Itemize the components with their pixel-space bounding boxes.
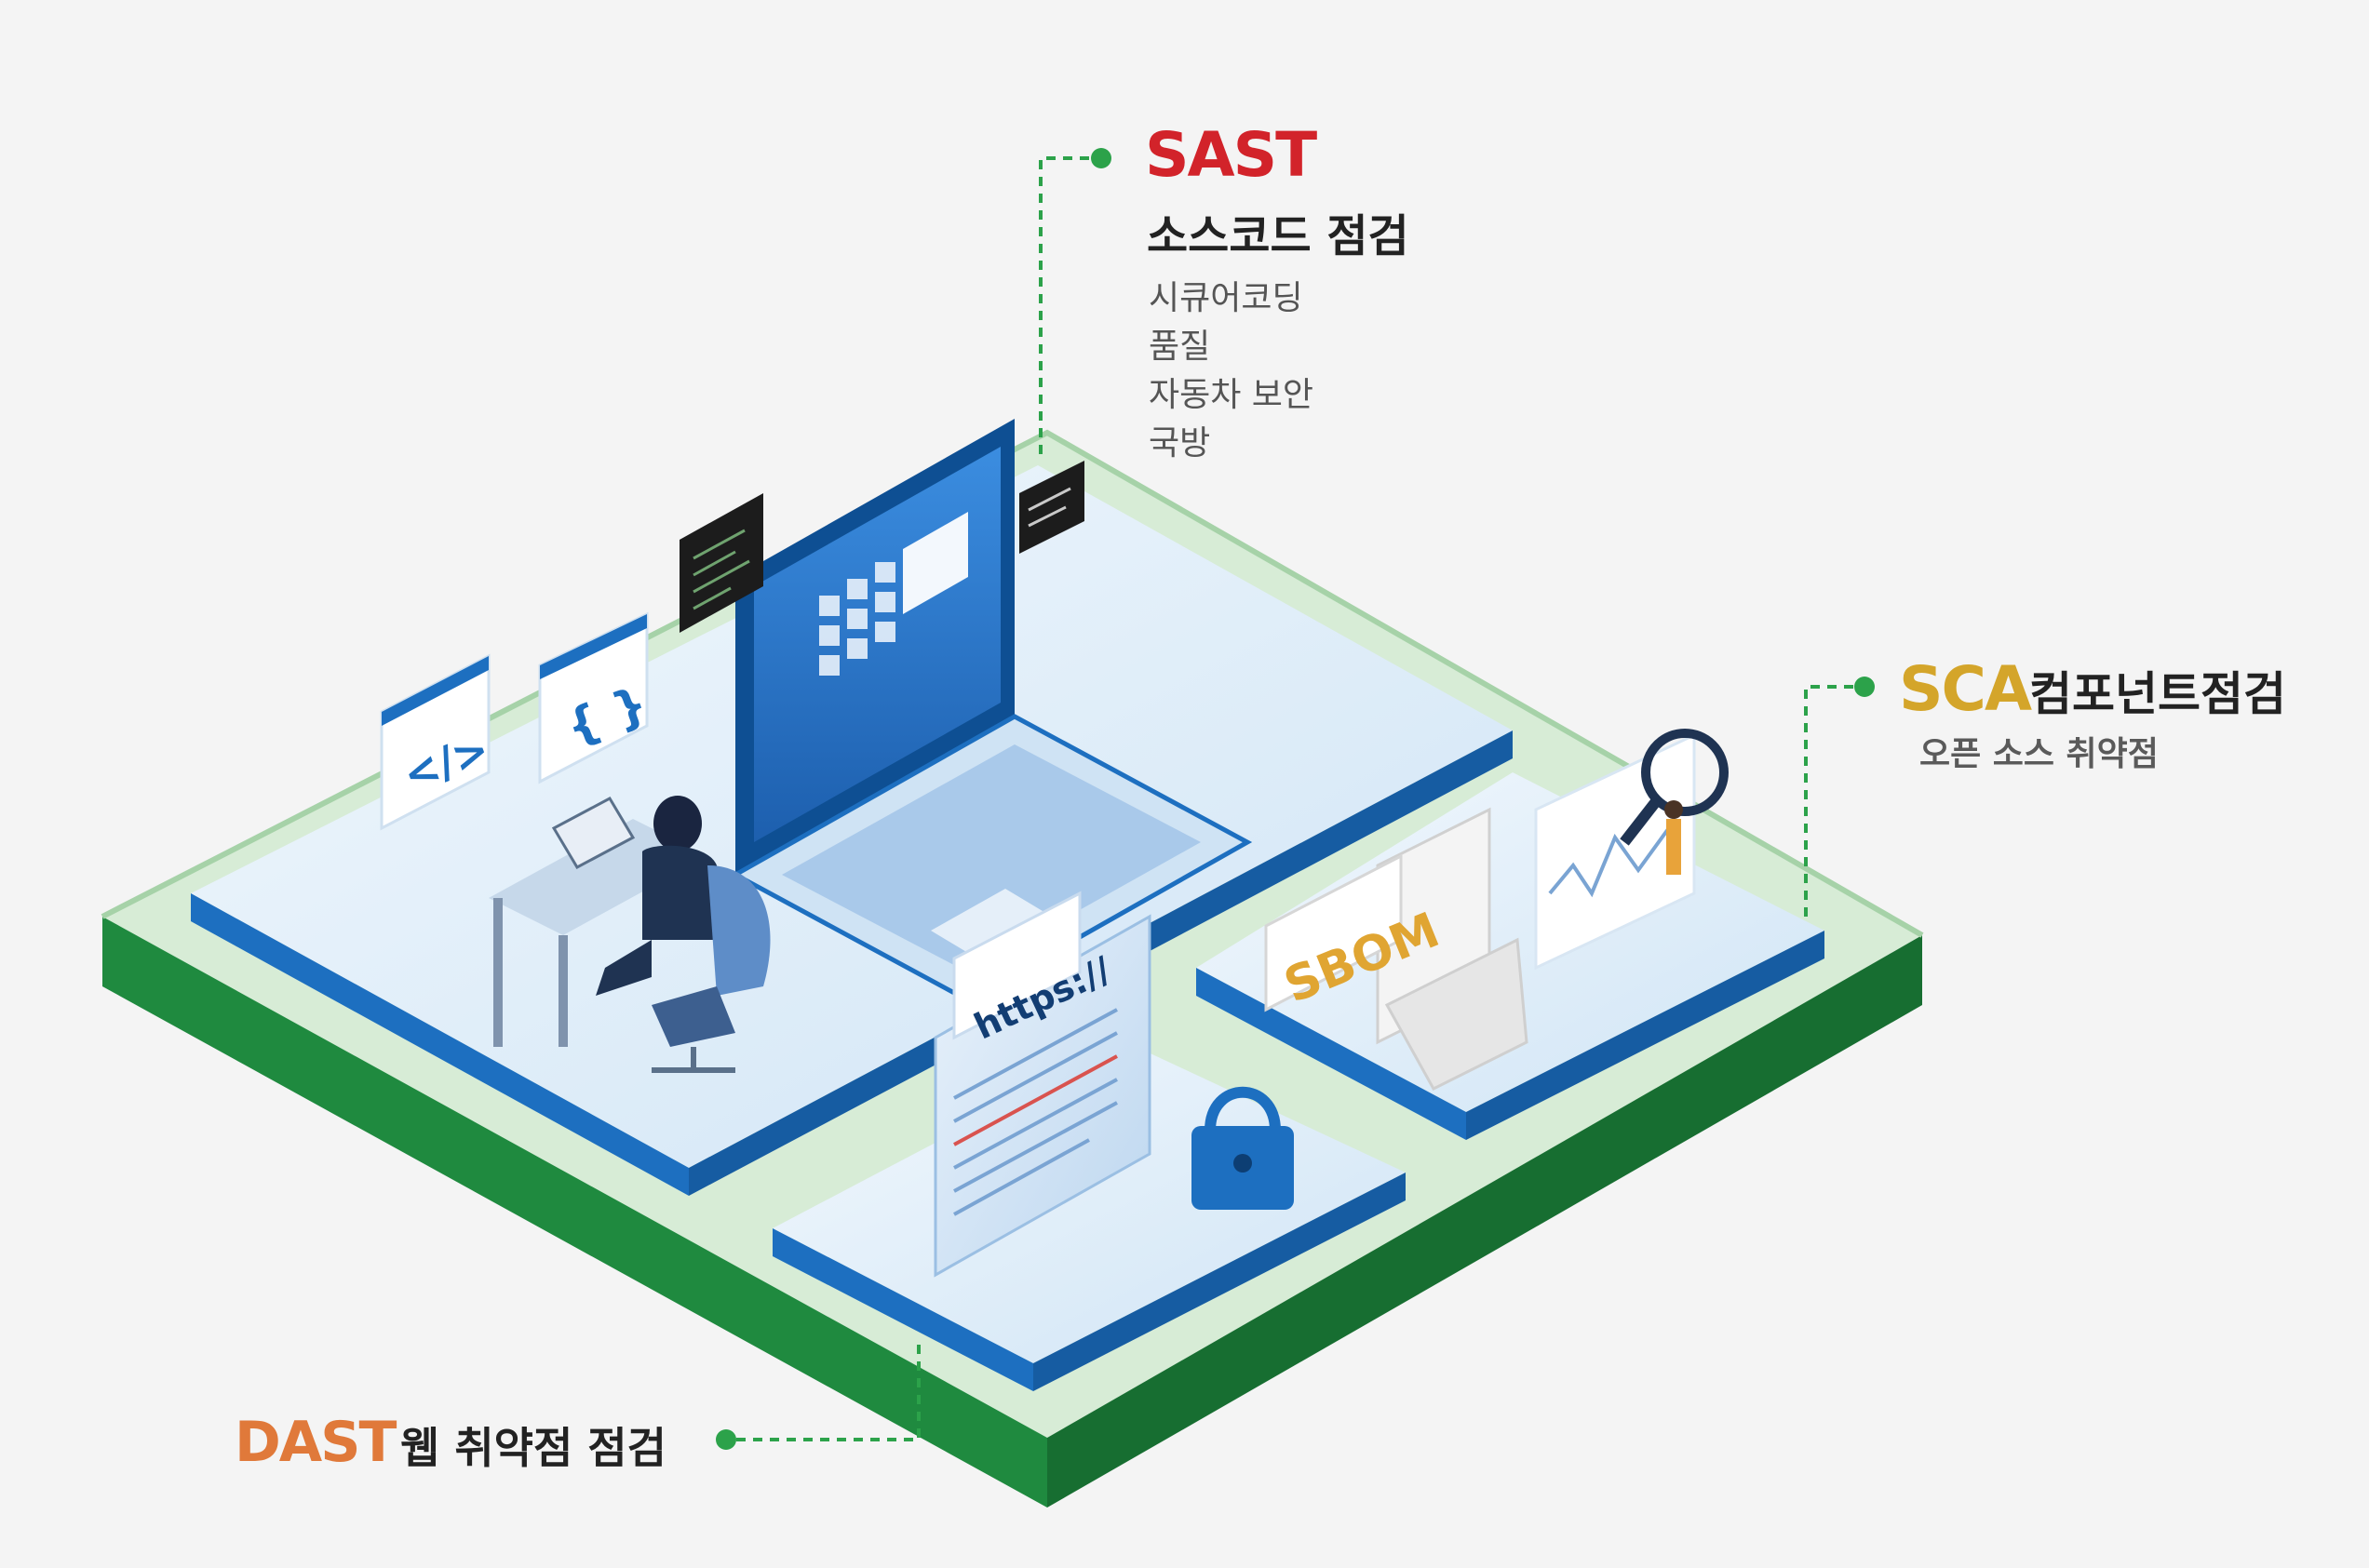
sast-item: 국방 [1149,424,1211,462]
sast-title: SAST [1145,119,1317,191]
sca-title: SCA [1899,653,2032,725]
leader-sca [1804,677,1875,917]
sca-heading: 컴포넌트점검 [2029,667,2286,721]
analytics-board [1534,729,1729,971]
leader-sast [1039,148,1111,454]
laptop-illustration [730,419,1253,1003]
sast-item: 자동차 보안 [1149,376,1314,414]
platform-dast [773,1042,1406,1391]
dast-title: DAST [235,1410,397,1475]
sast-item: 시큐어코딩 [1149,279,1303,317]
sast-item: 품질 [1149,328,1211,366]
code-window-right [1019,461,1084,554]
sast-heading: 소스코드 점검 [1147,210,1409,262]
braces-window: { } [538,611,654,784]
dast-heading: 웹 취약점 점검 [400,1423,666,1473]
sca-subtitle: 오픈 소스 취약점 [1919,735,2159,773]
padlock-icon [1191,1086,1294,1210]
code-window-left [680,493,763,633]
developer-at-desk [489,796,771,1073]
leader-dast [716,1345,921,1450]
sast-items: 시큐어코딩 품질 자동차 보안 국방 [1149,275,1313,468]
https-document: https:// [934,891,1151,1278]
